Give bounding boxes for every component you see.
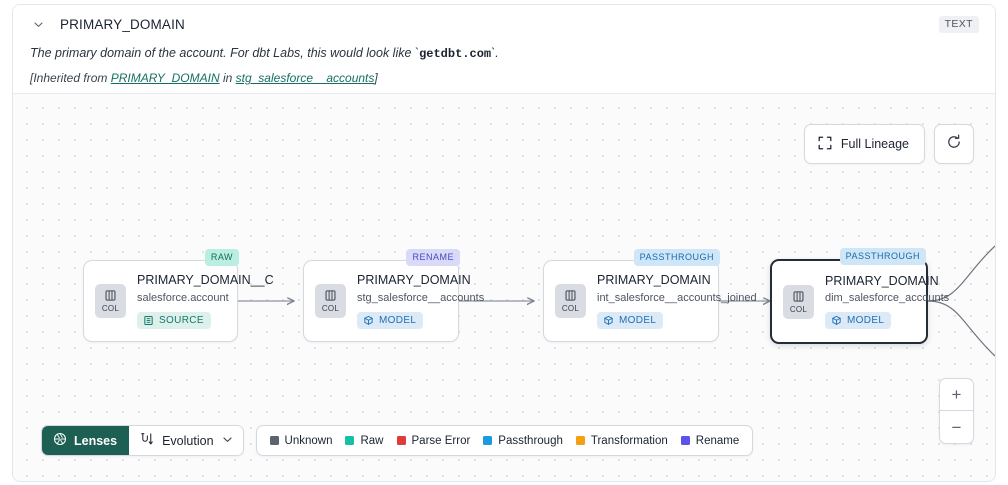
model-icon (363, 315, 374, 326)
legend-label: Transformation (590, 434, 668, 447)
legend-label: Parse Error (411, 434, 471, 447)
column-chip-label: COL (101, 304, 120, 313)
model-icon (831, 315, 842, 326)
source-icon (143, 315, 154, 326)
legend-item[interactable]: Transformation (575, 434, 668, 447)
evolution-icon (140, 432, 154, 449)
node-type-tag: MODEL (357, 311, 424, 329)
column-chip: COL (783, 284, 814, 319)
refresh-icon (946, 134, 962, 155)
node-lens-badge: PASSTHROUGH (839, 248, 926, 265)
legend-item[interactable]: Raw (345, 434, 384, 447)
zoom-controls: + − (939, 378, 974, 444)
legend-label: Rename (695, 434, 740, 447)
legend-item[interactable]: Passthrough (483, 435, 563, 447)
legend-swatch (680, 436, 690, 445)
node-lens-badge: RAW (204, 249, 239, 266)
legend-item[interactable]: Unknown (269, 434, 333, 447)
node-body: PRIMARY_DOMAIN stg_salesforce__accounts … (357, 273, 485, 329)
legend-item[interactable]: Rename (680, 434, 740, 447)
inherited-from-line: [Inherited from PRIMARY_DOMAIN in stg_sa… (30, 71, 979, 85)
node-type-label: MODEL (847, 315, 885, 326)
node-type-tag: MODEL (597, 311, 664, 329)
description-suffix: `. (491, 46, 499, 60)
node-subtitle: dim_salesforce_accounts (825, 292, 950, 305)
column-icon (792, 290, 805, 303)
node-body: PRIMARY_DOMAIN__C salesforce.account SOU… (137, 273, 274, 329)
node-lens-badge: RENAME (406, 249, 460, 266)
node-title: PRIMARY_DOMAIN (597, 273, 711, 288)
inherited-model-link[interactable]: stg_salesforce__accounts (235, 71, 375, 86)
node-subtitle: int_salesforce__accounts_joined (597, 291, 757, 304)
lineage-node[interactable]: PASSTHROUGH COL PRIMARY_DOMAIN int_sales… (543, 249, 757, 342)
graph-bottom-bar: Lenses Evolution (41, 425, 754, 456)
refresh-button[interactable] (934, 124, 974, 164)
inherited-column-link[interactable]: PRIMARY_DOMAIN (110, 71, 220, 86)
evolution-label: Evolution (162, 433, 214, 448)
lens-controls: Lenses Evolution (41, 425, 244, 456)
column-chip-label: COL (561, 304, 580, 313)
column-icon (564, 289, 577, 302)
expand-icon (818, 136, 832, 153)
column-chip: COL (315, 284, 346, 318)
legend-item[interactable]: Parse Error (396, 434, 471, 447)
legend-swatch (345, 436, 355, 445)
lineage-node[interactable]: RAW COL PRIMARY_DOMAIN__C salesforce.acc… (83, 249, 274, 342)
legend-label: Passthrough (498, 434, 563, 447)
column-header: PRIMARY_DOMAIN TEXT The primary domain o… (13, 5, 995, 96)
legend-swatch (575, 436, 585, 445)
page-title: PRIMARY_DOMAIN (60, 16, 185, 32)
node-body: PRIMARY_DOMAIN int_salesforce__accounts_… (597, 273, 757, 329)
column-icon (324, 289, 337, 302)
full-lineage-button[interactable]: Full Lineage (803, 124, 925, 164)
lineage-graph[interactable]: RAW COL PRIMARY_DOMAIN__C salesforce.acc… (13, 93, 995, 481)
lineage-legend: Unknown Raw Parse Error Passthrough (255, 425, 754, 456)
aperture-icon (53, 432, 67, 449)
legend-label: Raw (360, 434, 384, 447)
node-type-tag: SOURCE (137, 311, 211, 329)
node-body: PRIMARY_DOMAIN dim_salesforce_accounts M… (825, 273, 950, 329)
node-title: PRIMARY_DOMAIN__C (137, 273, 274, 288)
node-title: PRIMARY_DOMAIN (357, 273, 471, 288)
node-title: PRIMARY_DOMAIN (825, 273, 939, 288)
model-icon (603, 315, 614, 326)
column-chip: COL (95, 284, 126, 318)
zoom-out-button[interactable]: − (951, 417, 962, 437)
chevron-down-icon[interactable] (30, 16, 46, 32)
legend-swatch (396, 436, 406, 445)
column-icon (104, 289, 117, 302)
lineage-edges (238, 245, 995, 357)
inherited-suffix: ] (374, 71, 378, 86)
lineage-node[interactable]: RENAME COL PRIMARY_DOMAIN stg_salesforce… (303, 249, 485, 342)
inherited-middle: in (219, 71, 236, 86)
legend-label: Unknown (284, 434, 333, 447)
column-chip-label: COL (789, 304, 808, 314)
lenses-label: Lenses (74, 433, 118, 448)
column-chip: COL (555, 284, 586, 318)
column-description: The primary domain of the account. For d… (30, 44, 979, 63)
evolution-dropdown[interactable]: Evolution (129, 426, 243, 455)
node-lens-badge: PASSTHROUGH (633, 249, 720, 266)
node-type-label: SOURCE (159, 314, 204, 326)
full-lineage-label: Full Lineage (840, 137, 909, 151)
node-subtitle: salesforce.account (137, 291, 229, 304)
chevron-down-icon (222, 434, 233, 448)
node-subtitle: stg_salesforce__accounts (357, 291, 485, 304)
column-detail-card: PRIMARY_DOMAIN TEXT The primary domain o… (12, 4, 996, 482)
column-chip-label: COL (321, 304, 340, 313)
graph-toolbar: Full Lineage (803, 124, 974, 164)
node-type-tag: MODEL (825, 312, 892, 329)
lineage-node-selected[interactable]: PASSTHROUGH COL PRIMARY_DOMAIN dim_sales… (770, 248, 950, 344)
description-prefix: The primary domain of the account. For d… (30, 46, 420, 60)
description-code: getdbt.com (419, 47, 492, 61)
legend-swatch (483, 436, 493, 445)
legend-swatch (269, 436, 279, 445)
type-badge: TEXT (938, 16, 979, 33)
lenses-button[interactable]: Lenses (42, 426, 130, 455)
node-type-label: MODEL (379, 314, 417, 326)
zoom-in-button[interactable]: + (940, 379, 973, 411)
node-type-label: MODEL (619, 314, 657, 326)
inherited-prefix: [Inherited from (30, 71, 111, 86)
